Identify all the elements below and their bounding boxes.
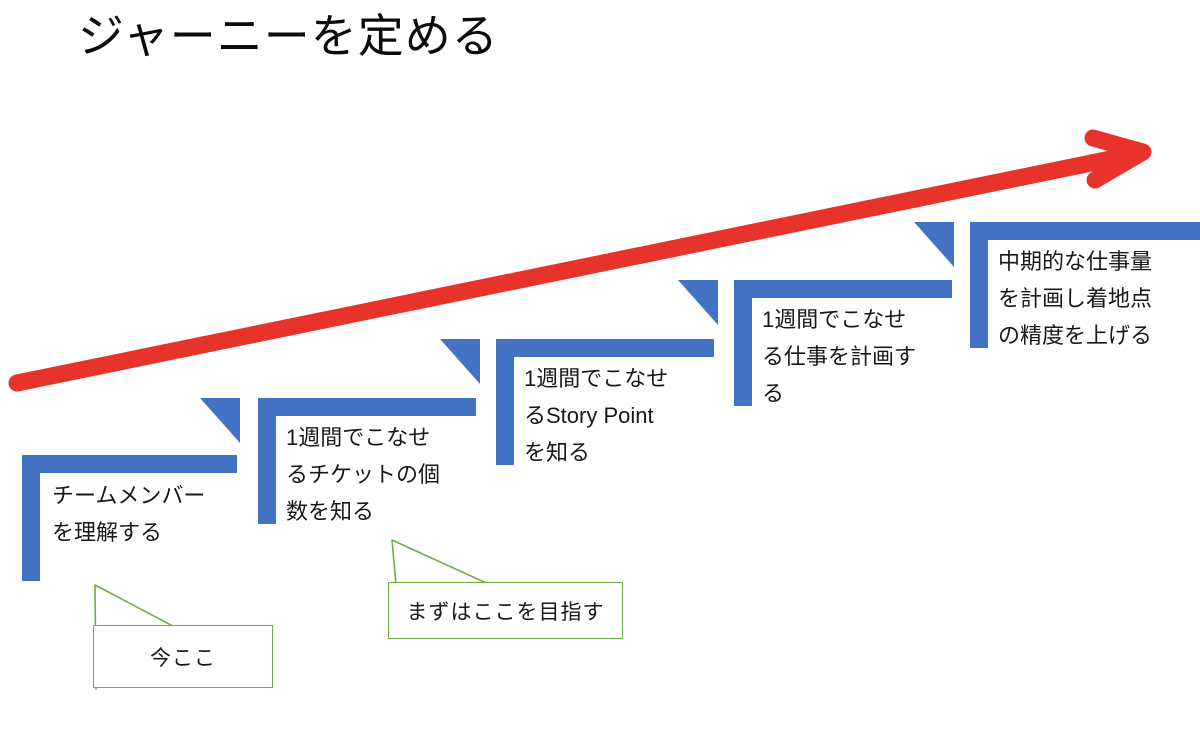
step-3-top-bar [496,339,714,357]
step-2-top-bar [258,398,476,416]
riser-triangle-1 [200,398,240,443]
step-3-label: 1週間でこなせ るStory Point を知る [524,366,669,465]
callout-now-here-text: 今ここ [150,646,216,670]
riser-triangle-4 [914,222,954,267]
step-4-label: 1週間でこなせ る仕事を計画す る [762,307,917,406]
riser-triangle-2 [440,339,480,384]
callout-now-here-box[interactable]: 今ここ [93,625,273,688]
callout-first-target-text: まずはここを目指す [406,600,605,624]
step-5-left-bar [970,222,988,348]
riser-triangle-3 [678,280,718,325]
step-4-left-bar [734,280,752,406]
callout-first-target-box[interactable]: まずはここを目指す [388,582,623,639]
step-2-left-bar [258,398,276,524]
page-title: ジャーニーを定める [78,10,499,62]
step-5-top-bar [970,222,1200,240]
arrow-head [1084,129,1152,189]
step-3-left-bar [496,339,514,465]
step-1-label: チームメンバー を理解する [52,483,206,545]
step-2-label: 1週間でこなせ るチケットの個 数を知る [286,425,441,524]
step-1-top-bar [22,455,237,473]
slide-canvas: ジャーニーを定める チームメンバー を理解する 1週間でこなせ るチケットの個 … [8,10,1200,690]
step-1-left-bar [22,455,40,581]
step-4-top-bar [734,280,952,298]
step-5-label: 中期的な仕事量 を計画し着地点 の精度を上げる [998,249,1153,348]
